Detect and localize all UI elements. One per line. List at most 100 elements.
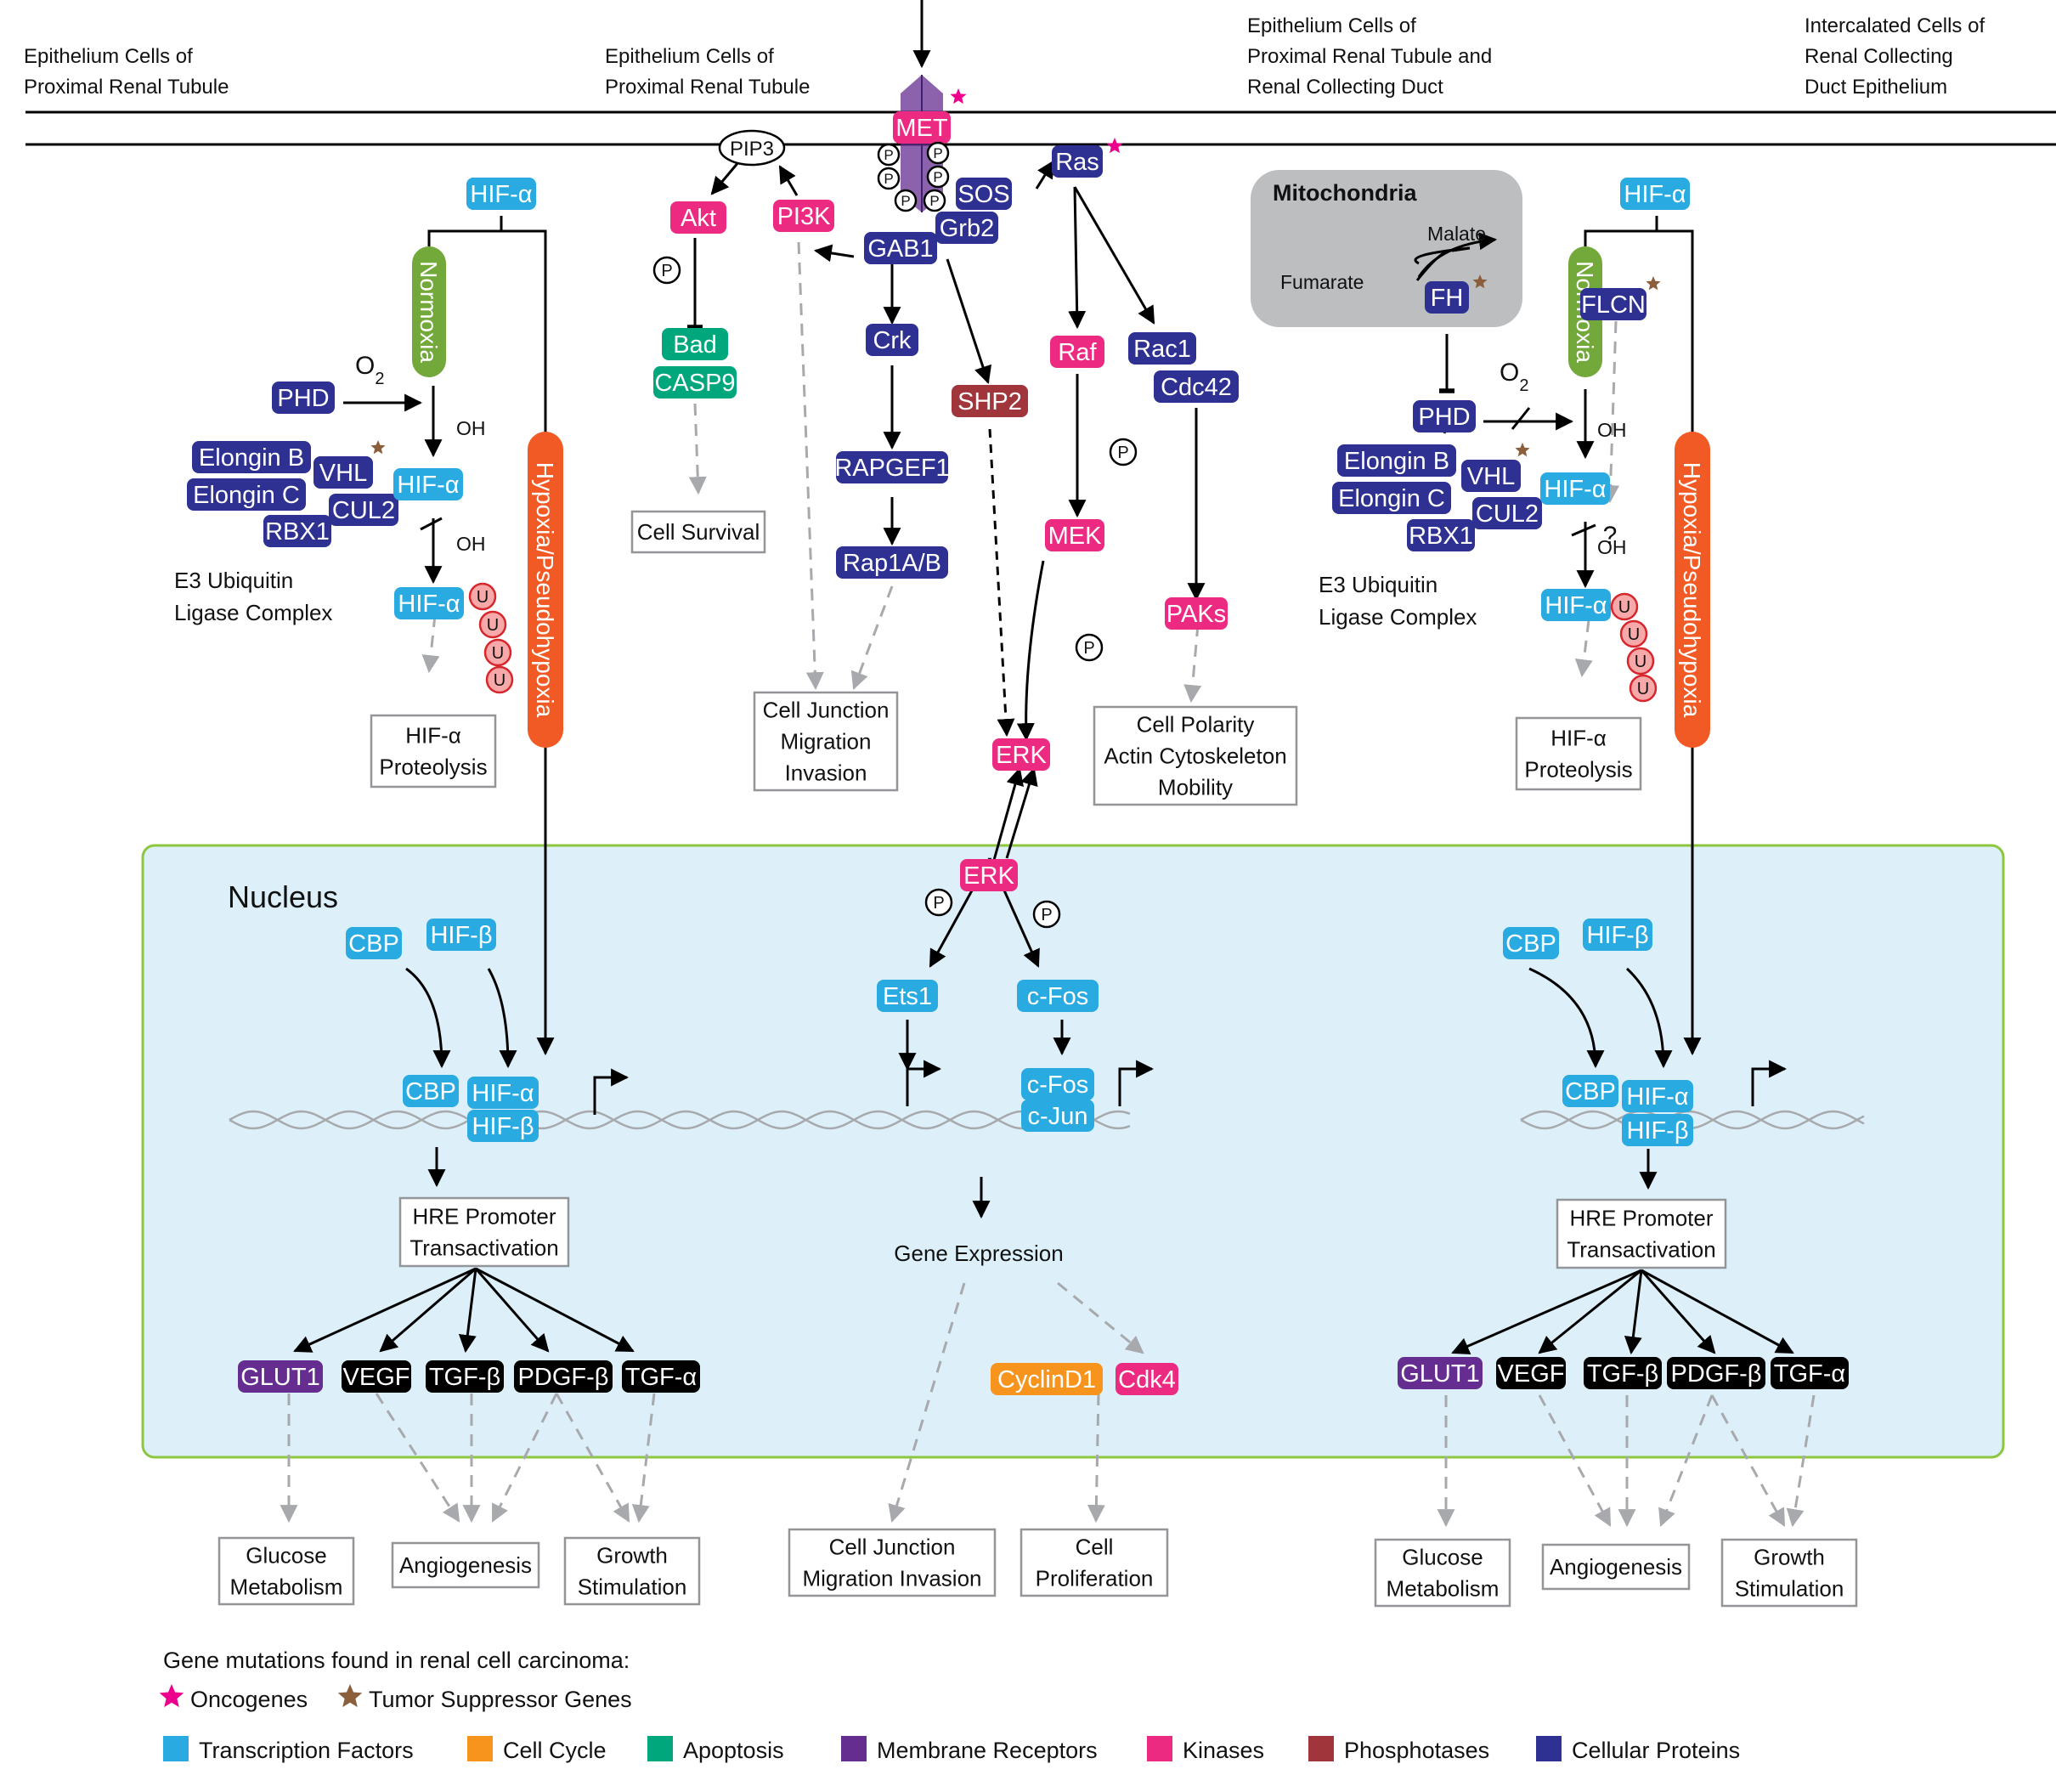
node-elonginb-right-bg	[1337, 444, 1456, 477]
node-mek-bg	[1045, 519, 1104, 551]
node-crk-bg	[866, 324, 918, 356]
arrow-path	[1417, 232, 1498, 278]
phospho-2: P	[1075, 633, 1104, 662]
transcription-start-site	[1751, 1060, 1788, 1106]
tsg-star-flcn	[1646, 276, 1661, 291]
dashed-arrow	[850, 585, 894, 690]
node-hypoxia-left-bg	[528, 432, 563, 748]
legend-category-4-label: Kinases	[1183, 1738, 1264, 1763]
node-gab1-bg	[864, 232, 937, 264]
node-cjun-label: c-Jun	[1028, 1103, 1088, 1130]
legend-swatch-0	[163, 1736, 189, 1761]
ubiquitin-left-2: U	[483, 638, 512, 667]
node-grb2: Grb2	[935, 212, 998, 244]
arrow-edge	[988, 766, 1025, 876]
arrow-path	[1657, 229, 1702, 1056]
node-elonginc-right: Elongin C	[1332, 482, 1451, 514]
node-erk-nucleus-label: ERK	[963, 862, 1014, 890]
ubiquitin-left-3: U	[485, 665, 514, 694]
node-akt-bg	[670, 201, 726, 234]
transcription-start-site	[906, 1060, 942, 1106]
oh-label-left-1: OH	[456, 417, 486, 439]
node-ets1-bg	[877, 980, 938, 1012]
node-elonginc-left: Elongin C	[187, 478, 306, 511]
node-pip3-label: PIP3	[730, 138, 774, 161]
node-pdgfb-left-bg	[514, 1360, 613, 1393]
arrow-edge	[1624, 1269, 1643, 1355]
phospho-met-5-circle	[923, 189, 946, 212]
node-elonginb-left: Elongin B	[192, 441, 311, 473]
ubiquitin-right-0: U	[1610, 592, 1639, 621]
legend-title: Gene mutations found in renal cell carci…	[163, 1648, 630, 1673]
node-met-label: MET	[895, 115, 948, 142]
node-hifa-mid-right: HIF-α	[1540, 472, 1610, 505]
dashed-arrow	[1087, 1393, 1105, 1523]
outcome-hif-proteolysis-right-line-1: Proteolysis	[1524, 757, 1632, 783]
phospho-met-4-label: P	[933, 169, 942, 185]
node-phd-left-bg	[272, 382, 335, 414]
node-elonginc-right-bg	[1332, 482, 1451, 514]
node-tgfb-right-label: TGF-β	[1587, 1360, 1658, 1388]
dashed-arrow	[1601, 320, 1620, 504]
outcome-glucose-right-box	[1374, 1538, 1511, 1608]
legend-category-6-label: Cellular Proteins	[1572, 1738, 1740, 1763]
outcome-hif-proteolysis-left-line-0: HIF-α	[405, 723, 461, 749]
legend-star-0-icon	[159, 1684, 184, 1708]
node-glut1-right-label: GLUT1	[1400, 1360, 1479, 1388]
node-vegf-right-bg	[1496, 1357, 1566, 1389]
node-cdk4: Cdk4	[1116, 1363, 1178, 1395]
node-bad-bg	[662, 328, 728, 360]
outcome-hif-proteolysis-left-box	[370, 714, 497, 789]
outcome-angiogenesis-right: Angiogenesis	[1541, 1543, 1691, 1591]
node-grb2-label: Grb2	[940, 215, 994, 242]
node-akt: Akt	[670, 201, 726, 234]
node-rapgef1-label: RAPGEF1	[834, 455, 949, 482]
oncogene-star-met	[950, 88, 967, 105]
node-glut1-left-label: GLUT1	[240, 1364, 319, 1391]
node-shp2-bg	[952, 385, 1028, 417]
node-tgfa-left-label: TGF-α	[625, 1364, 697, 1391]
node-cul2-left-label: CUL2	[332, 497, 395, 524]
arrow-edge	[813, 244, 855, 263]
node-elonginc-left-bg	[187, 478, 306, 511]
node-cbp-dna-right-bg	[1562, 1075, 1618, 1107]
phospho-3: P	[924, 888, 953, 917]
outcome-cell-polarity-line-2: Mobility	[1158, 775, 1233, 800]
ubiquitin-left-0: U	[468, 582, 497, 611]
node-vhl-left-bg	[313, 456, 373, 489]
node-phd-right-bg	[1413, 400, 1476, 432]
malate-label: Malate	[1427, 223, 1486, 245]
oh-label-left-2: OH	[456, 533, 486, 555]
dashed-arrow	[1786, 1394, 1816, 1528]
node-cbp-dna-left: CBP	[403, 1075, 459, 1107]
node-fh: FH	[1425, 281, 1469, 314]
ubiquitin-left-2-label: U	[492, 644, 504, 663]
node-tgfb-right-bg	[1584, 1357, 1662, 1389]
legend-category-2-label: Apoptosis	[683, 1738, 784, 1763]
node-ets1: Ets1	[877, 980, 938, 1012]
node-tgfa-left: TGF-α	[622, 1360, 700, 1393]
node-flcn-bg	[1580, 288, 1646, 320]
e3-ligase-label-left-1: E3 Ubiquitin	[174, 568, 293, 593]
arrow-edge	[474, 1268, 550, 1353]
node-hifa-dna-right-label: HIF-α	[1626, 1083, 1688, 1111]
node-vhl-left-label: VHL	[319, 460, 367, 487]
node-vhl-right-bg	[1461, 460, 1521, 492]
outcome-cell-survival-box	[630, 510, 766, 554]
legend-swatch-6	[1536, 1736, 1562, 1761]
legend-swatch-4	[1147, 1736, 1172, 1761]
phospho-met-0-label: P	[884, 147, 893, 163]
node-mek: MEK	[1045, 519, 1104, 551]
ubiquitin-left-3-circle	[485, 665, 514, 694]
outcome-cell-survival: Cell Survival	[630, 510, 766, 554]
node-cyclind1: CyclinD1	[991, 1363, 1103, 1395]
node-glut1-right: GLUT1	[1398, 1357, 1483, 1389]
node-rbx1-left: RBX1	[263, 515, 331, 547]
ubiquitin-left-1-label: U	[487, 616, 499, 635]
node-hifb-left-label: HIF-β	[430, 922, 492, 949]
outcome-glucose-left-line-1: Metabolism	[230, 1574, 343, 1600]
